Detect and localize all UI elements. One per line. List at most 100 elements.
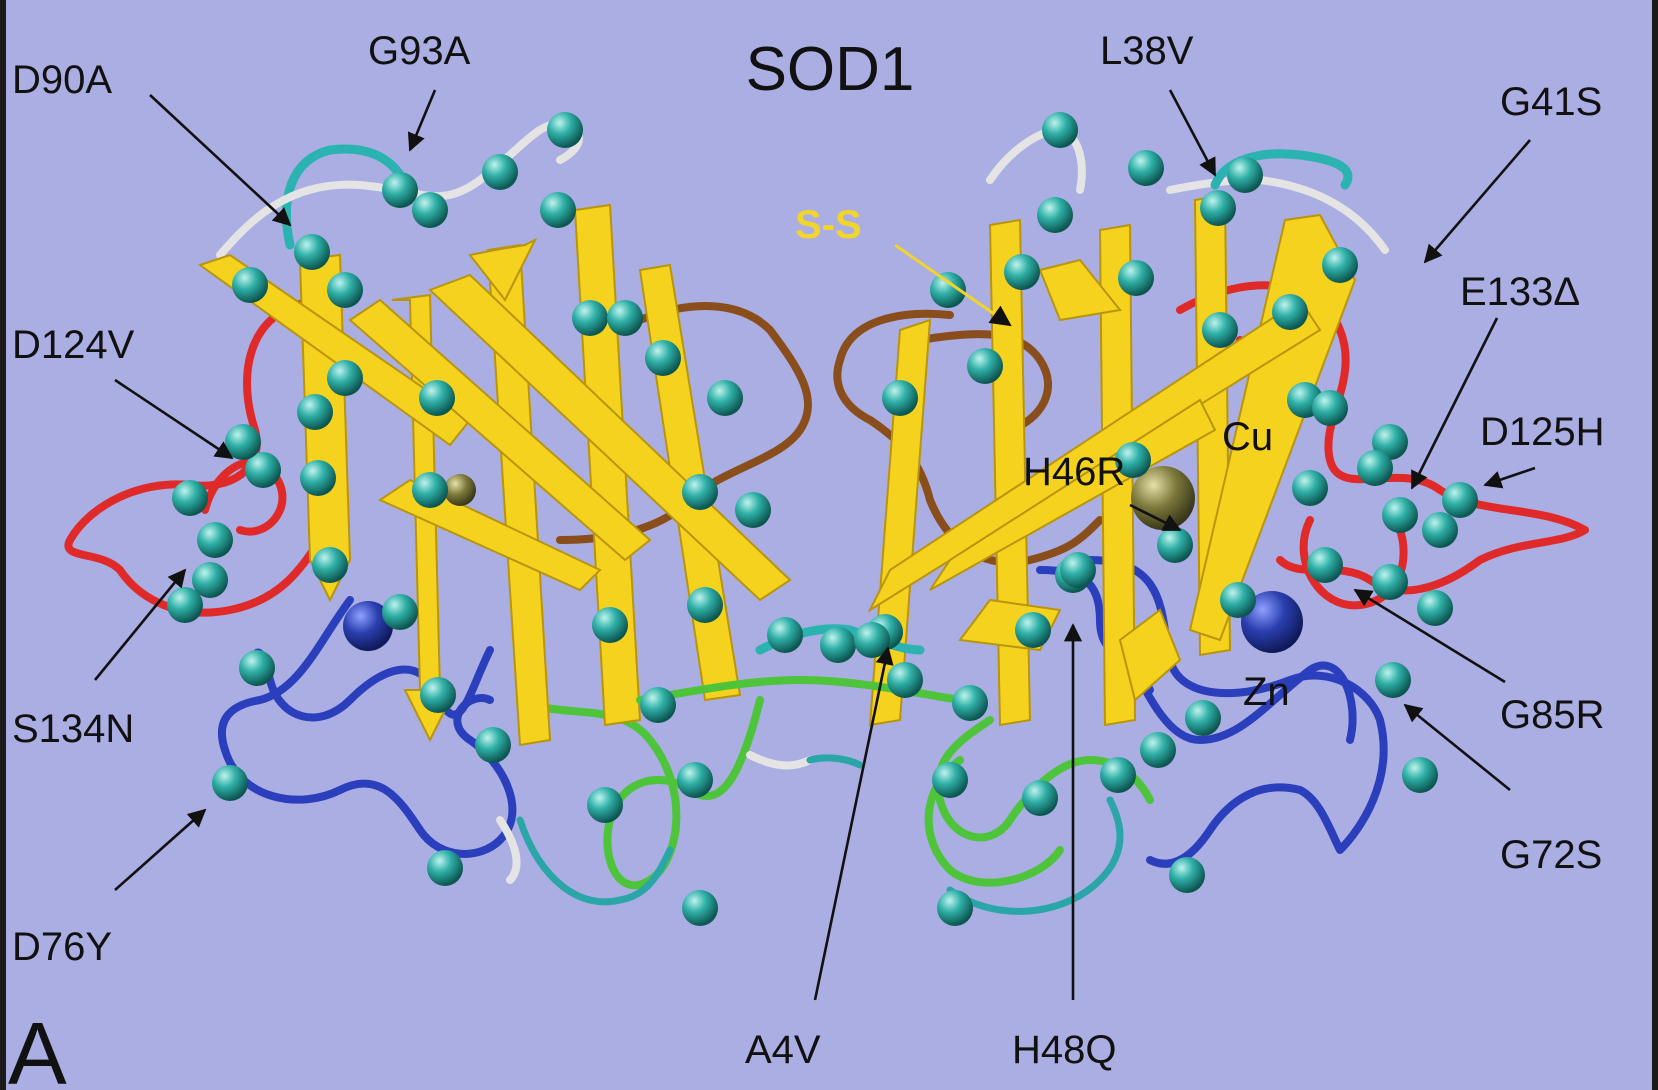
atom-sphere (1140, 732, 1176, 768)
atom-sphere (1202, 312, 1238, 348)
arrow-d125h (1483, 466, 1536, 489)
atom-sphere (607, 300, 643, 336)
right-brown-loop-b (916, 330, 1053, 434)
left-brown-loop (556, 302, 812, 544)
arrow-s134n (93, 568, 187, 681)
atom-sphere (197, 522, 233, 558)
atom-sphere (1382, 497, 1418, 533)
arrow-d124v (114, 378, 234, 460)
arrow-e133 (1410, 317, 1499, 490)
atom-sphere (294, 234, 330, 270)
atom-sphere (1357, 450, 1393, 486)
annotation-arrows (93, 89, 1536, 1001)
atom-sphere (572, 300, 608, 336)
left-electrostatic-loop (64, 296, 334, 617)
right-bottom-loop-teal (946, 796, 1124, 915)
left-c-term-white (746, 751, 814, 770)
atom-sphere (1272, 294, 1308, 330)
label-d90a: D90A (12, 58, 112, 102)
atom-sphere (297, 394, 333, 430)
mutation-site-spheres (167, 112, 1478, 926)
right-top-loop-cyan (1210, 149, 1353, 190)
atom-sphere (225, 424, 261, 460)
arrow-h46r (1129, 503, 1182, 532)
arrow-g41s (1423, 139, 1531, 264)
atom-sphere (419, 380, 455, 416)
label-d125h: D125H (1480, 410, 1605, 454)
atom-sphere (382, 172, 418, 208)
zinc-ion (1241, 591, 1303, 653)
label-copper: Cu (1222, 415, 1273, 459)
label-g72s: G72S (1500, 833, 1602, 877)
atom-sphere (1022, 780, 1058, 816)
right-monomer (833, 125, 1589, 915)
atom-sphere (682, 474, 718, 510)
atom-sphere (854, 622, 890, 658)
atom-sphere (1312, 390, 1348, 426)
arrow-g72s (1403, 703, 1511, 792)
atom-sphere (475, 727, 511, 763)
atom-sphere (167, 587, 203, 623)
right-greek-key-loop-b (924, 756, 1064, 887)
atom-sphere (540, 192, 576, 228)
atom-sphere (1372, 564, 1408, 600)
atom-sphere (1169, 857, 1205, 893)
atom-sphere (327, 360, 363, 396)
atom-sphere (420, 677, 456, 713)
atom-sphere (1128, 150, 1164, 186)
label-a4v: A4V (745, 1028, 821, 1072)
atom-sphere (1200, 190, 1236, 226)
arrow-d90a (149, 94, 292, 227)
atom-sphere (312, 547, 348, 583)
label-zinc: Zn (1243, 670, 1290, 714)
left-strand-3 (468, 237, 538, 302)
atom-sphere (592, 607, 628, 643)
left-c-term-teal (806, 754, 864, 769)
atom-sphere (1307, 547, 1343, 583)
atom-sphere (1220, 582, 1256, 618)
atom-sphere (937, 890, 973, 926)
left-bottom-loop-teal (516, 816, 674, 906)
atom-sphere (1417, 590, 1453, 626)
left-frame-edge (0, 0, 6, 1090)
label-s134n: S134N (12, 707, 134, 751)
atom-sphere (412, 472, 448, 508)
atom-sphere (245, 452, 281, 488)
atom-sphere (300, 460, 336, 496)
arrow-disulfide (894, 243, 1012, 327)
atom-sphere (547, 112, 583, 148)
figure-title: SOD1 (746, 35, 915, 104)
atom-sphere (327, 272, 363, 308)
arrow-d76y (114, 808, 207, 891)
atom-sphere (1015, 612, 1051, 648)
left-bottom-loop-white (496, 816, 521, 884)
atom-sphere (882, 380, 918, 416)
atom-sphere (707, 380, 743, 416)
arrow-g85r (1353, 588, 1506, 684)
atom-sphere (1157, 527, 1193, 563)
left-zinc-ion (343, 601, 393, 651)
label-g41s: G41S (1500, 80, 1602, 124)
atom-sphere (930, 272, 966, 308)
labels: SOD1 A D90A G93A L38V G41S E133Δ D124V D… (8, 29, 1605, 1090)
atom-sphere (1060, 552, 1096, 588)
label-g85r: G85R (1500, 693, 1605, 737)
label-h46r: H46R (1023, 450, 1125, 494)
atom-sphere (967, 348, 1003, 384)
panel-letter: A (8, 1004, 67, 1090)
atom-sphere (1185, 700, 1221, 736)
atom-sphere (239, 650, 275, 686)
atom-sphere (172, 480, 208, 516)
left-strand-10 (377, 478, 602, 592)
atom-sphere (1422, 512, 1458, 548)
atom-sphere (1322, 247, 1358, 283)
left-strand-8 (348, 298, 652, 562)
left-strand-9 (428, 273, 792, 602)
atom-sphere (1372, 424, 1408, 460)
right-frame-edge (1652, 0, 1658, 1090)
atom-sphere (232, 267, 268, 303)
atom-sphere (820, 627, 856, 663)
atom-sphere (640, 687, 676, 723)
atom-sphere (687, 587, 723, 623)
